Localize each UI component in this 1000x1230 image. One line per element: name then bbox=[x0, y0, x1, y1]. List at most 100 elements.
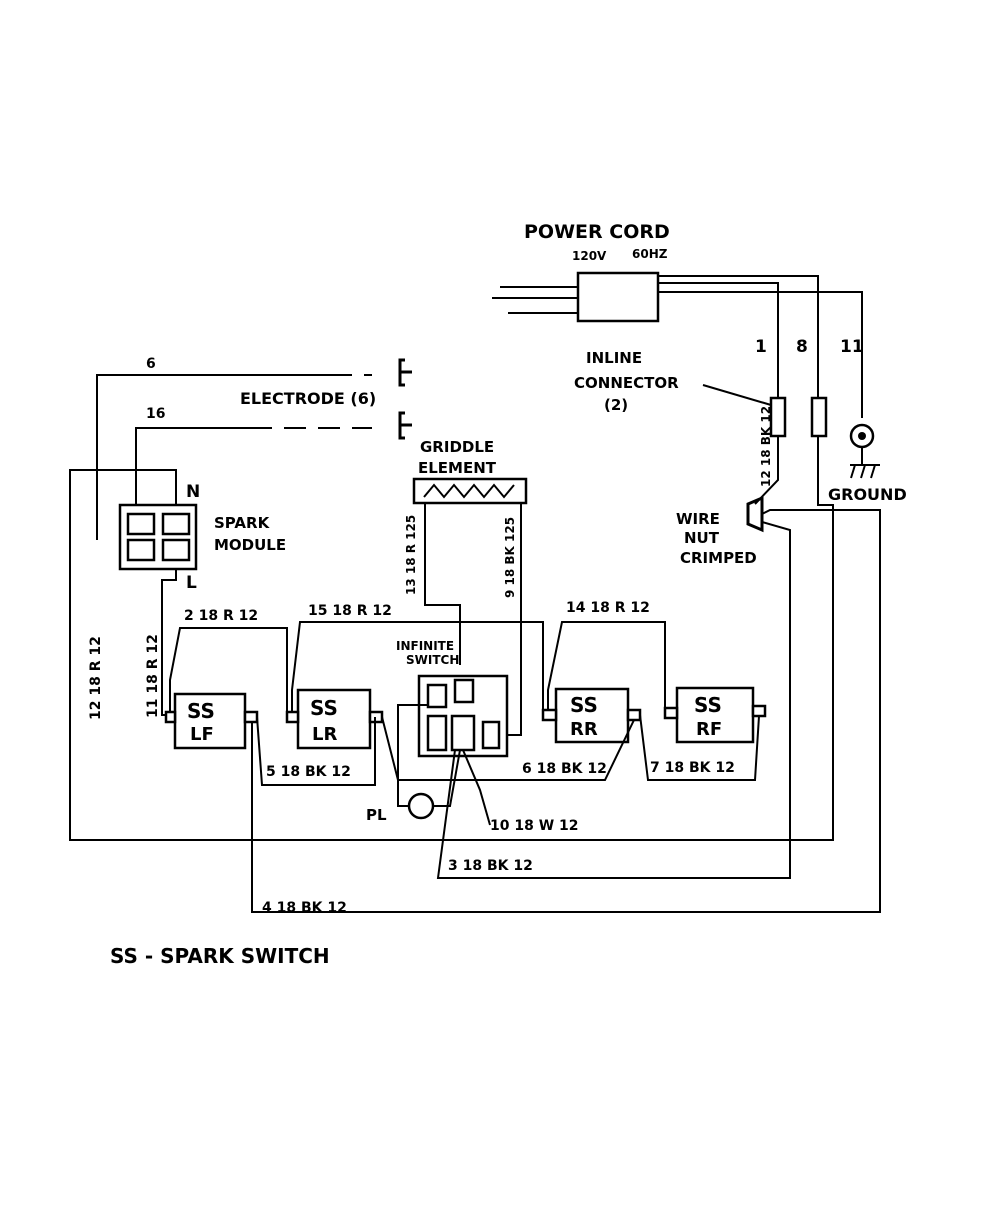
switch-lf-bottom: LF bbox=[190, 724, 214, 745]
switch-terminal bbox=[541, 708, 558, 722]
infinite-switch bbox=[417, 674, 509, 758]
power-cord: POWER CORD 120V 60HZ bbox=[492, 221, 670, 323]
switch-lf-top: SS bbox=[187, 699, 215, 723]
wire-14 bbox=[547, 621, 666, 710]
wire-12 bbox=[69, 436, 834, 841]
ground-screw bbox=[858, 432, 866, 440]
wire-nut-label-1: WIRE bbox=[676, 510, 720, 528]
griddle-label-1: GRIDDLE bbox=[420, 438, 494, 456]
electrode-terminal-2 bbox=[398, 411, 412, 440]
switch-rf-top: SS bbox=[694, 693, 722, 717]
spark-switch-rf: SS RF bbox=[663, 686, 767, 744]
wire-16-label: 16 bbox=[146, 406, 165, 422]
infinite-switch-terminal bbox=[481, 720, 501, 750]
switch-rr-top: SS bbox=[570, 693, 598, 717]
power-cord-plug-body bbox=[576, 271, 660, 323]
spark-module-label-2: MODULE bbox=[214, 536, 286, 554]
switch-lr-top: SS bbox=[310, 696, 338, 720]
spark-module-terminal bbox=[126, 538, 156, 562]
wire-13 bbox=[424, 503, 461, 665]
wire-5-label: 5 18 BK 12 bbox=[266, 764, 351, 780]
wire-6-electrode bbox=[96, 374, 330, 540]
switch-rf-bottom: RF bbox=[696, 719, 722, 740]
wire-11-lead bbox=[658, 291, 863, 418]
griddle-label-2: ELEMENT bbox=[418, 459, 497, 477]
wire-10 bbox=[462, 749, 491, 826]
infinite-switch-terminal bbox=[426, 683, 448, 709]
wire-nut-label-3: CRIMPED bbox=[680, 549, 757, 567]
spark-switch-rf-body bbox=[675, 686, 755, 744]
wire-7 bbox=[639, 714, 760, 781]
wire-5 bbox=[256, 716, 376, 786]
inline-connector-label-2: CONNECTOR bbox=[574, 374, 679, 392]
pilot-light-label: PL bbox=[366, 806, 387, 824]
power-cord-hertz: 60HZ bbox=[632, 247, 668, 261]
wire-12-vertical-label: 12 18 BK 12 bbox=[759, 406, 773, 487]
switch-terminal bbox=[626, 708, 642, 722]
infinite-switch-terminal bbox=[426, 714, 448, 752]
wire-10-label: 10 18 W 12 bbox=[490, 818, 579, 834]
wire-8-lead bbox=[658, 275, 819, 398]
infinite-switch-label-2: SWITCH bbox=[406, 653, 459, 667]
pilot-light-lead bbox=[397, 704, 428, 807]
wire-9-label: 9 18 BK 125 bbox=[503, 517, 517, 598]
spark-module-terminal bbox=[161, 512, 191, 536]
power-cord-volts: 120V bbox=[572, 249, 607, 263]
wire-6-jumper bbox=[381, 716, 635, 781]
inline-connector-label-1: INLINE bbox=[586, 349, 642, 367]
wire-3-label: 3 18 BK 12 bbox=[448, 858, 533, 874]
wire-6-label: 6 bbox=[146, 356, 156, 372]
spark-switch-rr: SS RR bbox=[541, 687, 642, 744]
wire-12-label: 12 18 R 12 bbox=[88, 636, 104, 720]
wire-15-label: 15 18 R 12 bbox=[308, 603, 392, 619]
spark-switch-lr-body bbox=[296, 688, 372, 750]
spark-module-l: L bbox=[186, 573, 197, 593]
ground-tine bbox=[870, 464, 876, 479]
spark-switch-lf: SS LF bbox=[164, 692, 259, 750]
wire-nut-feed bbox=[754, 436, 779, 505]
power-cord-title: POWER CORD bbox=[524, 221, 670, 243]
griddle-element bbox=[412, 477, 528, 505]
spark-switch-lr: SS LR bbox=[285, 688, 384, 750]
wire-2-label: 2 18 R 12 bbox=[184, 608, 258, 624]
ground-label: GROUND bbox=[828, 485, 907, 504]
spark-module-terminal bbox=[161, 538, 191, 562]
inline-connector-2 bbox=[810, 396, 828, 438]
wire-nut bbox=[746, 495, 764, 533]
wire-15 bbox=[291, 621, 544, 712]
wire-14-label: 14 18 R 12 bbox=[566, 600, 650, 616]
legend-text: SS - SPARK SWITCH bbox=[110, 944, 330, 968]
wire-3 bbox=[436, 521, 791, 879]
griddle-heating-coil bbox=[423, 483, 515, 499]
spark-module-label-1: SPARK bbox=[214, 514, 271, 532]
switch-terminal bbox=[285, 710, 300, 724]
infinite-switch-terminal bbox=[453, 678, 475, 704]
wire-6-jumper-label: 6 18 BK 12 bbox=[522, 761, 607, 777]
wire-nut-label-2: NUT bbox=[684, 529, 720, 547]
ground-symbol bbox=[849, 423, 880, 479]
switch-terminal bbox=[663, 706, 679, 720]
inline-connector-label-3: (2) bbox=[604, 396, 628, 414]
wire-4-label: 4 18 BK 12 bbox=[262, 900, 347, 916]
inline-connector-1 bbox=[769, 396, 787, 438]
wire-1-label: 1 bbox=[755, 337, 767, 357]
wire-8-label: 8 bbox=[796, 337, 808, 357]
wire-16-electrode bbox=[135, 427, 250, 505]
wire-13-label: 13 18 R 125 bbox=[404, 515, 418, 595]
wire-1-lead bbox=[658, 282, 779, 398]
inline-connector-arrow bbox=[702, 384, 772, 406]
spark-module bbox=[118, 503, 198, 571]
switch-terminal bbox=[243, 710, 259, 724]
electrode-label: ELECTRODE (6) bbox=[240, 389, 376, 408]
spark-module-terminal bbox=[126, 512, 156, 536]
switch-rr-bottom: RR bbox=[570, 719, 598, 740]
wire-4 bbox=[251, 509, 881, 913]
wire-2 bbox=[169, 627, 288, 712]
switch-terminal bbox=[164, 710, 177, 724]
switch-terminal bbox=[751, 704, 767, 718]
switch-lr-bottom: LR bbox=[312, 724, 337, 745]
pilot-light bbox=[407, 792, 435, 820]
infinite-switch-label-1: INFINITE bbox=[396, 639, 454, 653]
ground-tine bbox=[850, 464, 856, 479]
